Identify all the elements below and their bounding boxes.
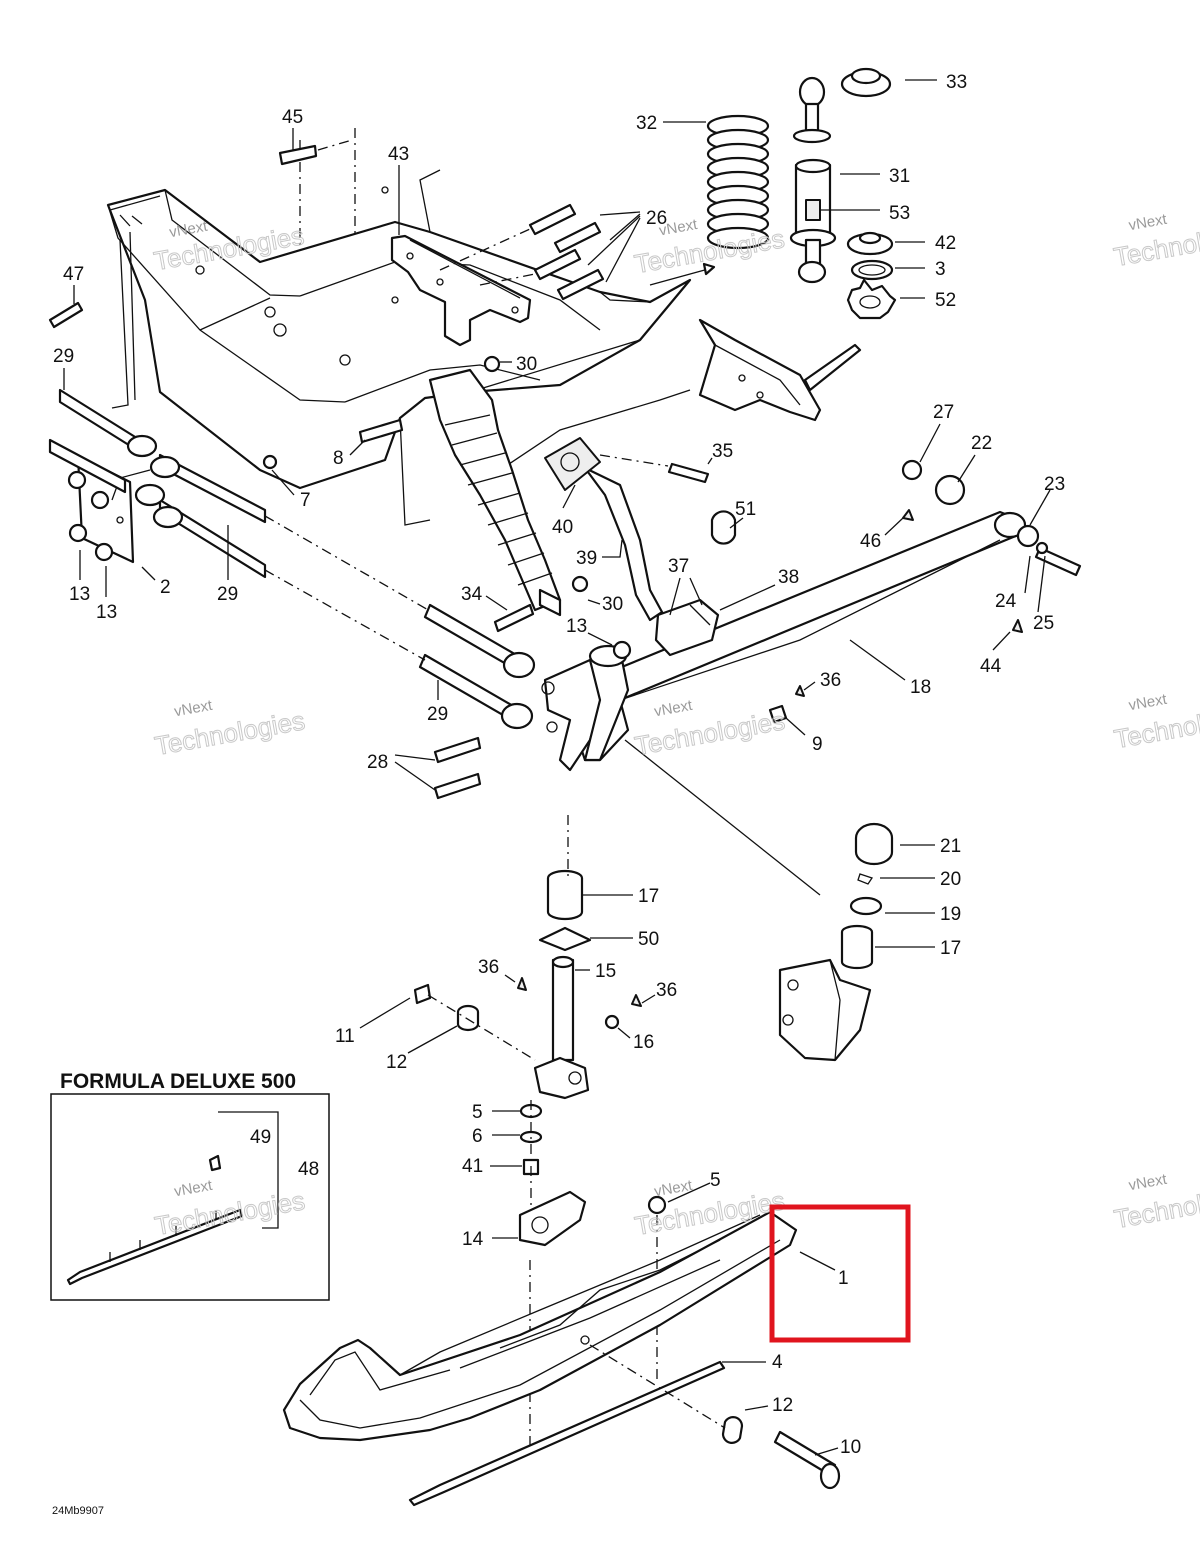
callout-34: 34 [461, 584, 483, 605]
callout-1: 1 [838, 1268, 849, 1289]
callout-36c: 36 [656, 980, 677, 1001]
callout-6: 6 [472, 1126, 483, 1147]
coil-spring-32 [706, 114, 770, 250]
callout-5a: 5 [472, 1102, 483, 1123]
callout-8: 8 [333, 448, 344, 469]
callout-27: 27 [933, 402, 954, 423]
callout-40: 40 [552, 517, 573, 538]
callout-51: 51 [735, 499, 756, 520]
callout-18: 18 [910, 677, 931, 698]
callout-53: 53 [889, 203, 910, 224]
callout-12b: 12 [772, 1395, 793, 1416]
callout-44: 44 [980, 656, 1002, 677]
spindle-housing [541, 644, 630, 772]
callout-24: 24 [995, 591, 1017, 612]
callout-47: 47 [63, 264, 84, 285]
callout-52: 52 [935, 290, 956, 311]
sway-bar-39 [544, 437, 664, 622]
callout-41: 41 [462, 1156, 483, 1177]
spindle-15 [413, 815, 894, 1450]
callout-30b: 30 [602, 594, 623, 615]
callout-2: 2 [160, 577, 171, 598]
watermark-text: vNext [173, 1177, 215, 1201]
callout-17a: 17 [638, 886, 659, 907]
watermark-text: vNext [173, 697, 215, 721]
callout-30a: 30 [516, 354, 537, 375]
bolts-26 [439, 203, 605, 301]
callout-38: 38 [778, 567, 799, 588]
callout-15: 15 [595, 961, 616, 982]
callout-42: 42 [935, 233, 956, 254]
callout-26: 26 [646, 208, 667, 229]
callout-32: 32 [636, 113, 657, 134]
callout-23: 23 [1044, 474, 1065, 495]
callout-5b: 5 [710, 1170, 721, 1191]
watermark-text: vNext [1127, 691, 1169, 715]
callout-3: 3 [935, 259, 946, 280]
callout-20: 20 [940, 869, 961, 890]
drawing-code: 24Mb9907 [52, 1505, 104, 1517]
callout-13b: 13 [96, 602, 117, 623]
bushings [126, 434, 536, 730]
callout-36b: 36 [478, 957, 499, 978]
highlight-box[interactable] [769, 1204, 911, 1343]
steering-mount [698, 318, 862, 422]
watermark-text: vNext [653, 1177, 695, 1201]
callout-9: 9 [812, 734, 823, 755]
callout-11: 11 [335, 1026, 355, 1047]
bracket-43 [390, 234, 532, 347]
watermark-text: vNext [1127, 211, 1169, 235]
watermark-text: vNext [168, 218, 210, 242]
watermark-text: vNext [658, 216, 700, 240]
callout-39: 39 [576, 548, 597, 569]
shock-absorber-31 [789, 76, 837, 284]
callout-46: 46 [860, 531, 881, 552]
callout-4: 4 [772, 1352, 783, 1373]
callout-49: 49 [250, 1127, 271, 1148]
callout-50: 50 [638, 929, 659, 950]
callout-7: 7 [300, 490, 311, 511]
bolts-misc [48, 139, 1082, 1490]
watermark-text: vNext [1127, 1171, 1169, 1195]
inset-box [50, 1093, 330, 1301]
callout-29b: 29 [217, 584, 238, 605]
frame-assembly [106, 128, 716, 526]
watermark-text: vNext [653, 697, 695, 721]
inset-title: FORMULA DELUXE 500 [60, 1070, 296, 1093]
callout-28: 28 [367, 752, 388, 773]
callout-33: 33 [946, 72, 967, 93]
callout-43: 43 [388, 144, 409, 165]
callout-21: 21 [940, 836, 961, 857]
bars-29 [48, 388, 527, 724]
callout-10: 10 [840, 1437, 861, 1458]
nuts-and-washers [262, 355, 1049, 724]
callout-14: 14 [462, 1229, 484, 1250]
callout-22: 22 [971, 433, 992, 454]
callout-45: 45 [282, 107, 303, 128]
ski-1 [282, 1190, 798, 1507]
callout-37: 37 [668, 556, 689, 577]
callout-16: 16 [633, 1032, 654, 1053]
spring-seats [840, 67, 897, 320]
callout-19: 19 [940, 904, 961, 925]
callout-36a: 36 [820, 670, 841, 691]
callout-17b: 17 [940, 938, 961, 959]
callout-13c: 13 [566, 616, 587, 637]
callout-29a: 29 [53, 346, 74, 367]
leader-lines [63, 79, 1051, 1456]
callout-13a: 13 [69, 584, 90, 605]
callout-31: 31 [889, 166, 910, 187]
callout-48: 48 [298, 1159, 319, 1180]
damper-boot [428, 368, 562, 617]
callout-labels: 33 32 31 53 42 3 52 45 43 26 47 29 30 27… [53, 72, 1065, 1458]
callout-29c: 29 [427, 704, 448, 725]
callout-12a: 12 [386, 1052, 407, 1073]
ski-leg-bracket [778, 958, 872, 1062]
callout-35: 35 [712, 441, 733, 462]
callout-25: 25 [1033, 613, 1054, 634]
